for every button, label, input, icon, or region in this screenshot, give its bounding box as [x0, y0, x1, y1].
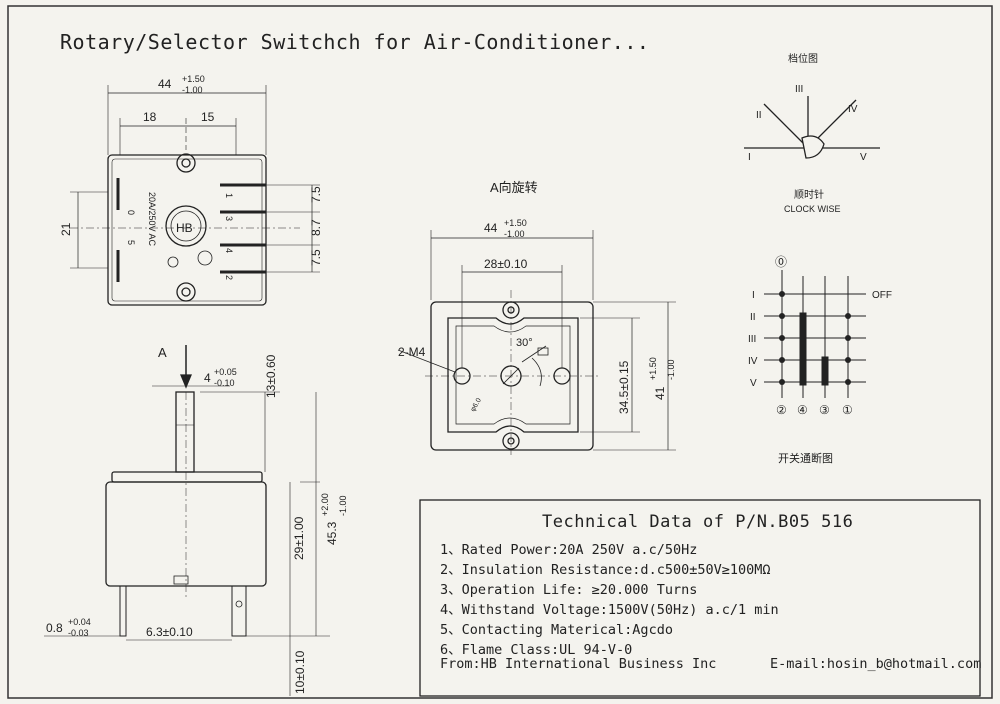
a-label-shaft: φ6.0 [470, 397, 483, 413]
side-dim-offset-tol-minus: -0.10 [214, 378, 235, 388]
side-dim-body: 29±1.00 [292, 516, 306, 560]
a-dim-outer-h-tol-minus: -1.00 [666, 359, 676, 380]
top-dim-width: 44 [158, 77, 172, 91]
side-dim-total-tol-plus: +2.00 [320, 493, 330, 516]
a-dim-hole-pitch: 28±0.10 [484, 257, 528, 271]
switch-row-4: IV [748, 356, 758, 367]
side-dim-tab-thk-tol-plus: +0.04 [68, 617, 91, 627]
top-view-body [107, 154, 267, 306]
sheet-frame [7, 5, 993, 699]
top-dim-width-tol-plus: +1.50 [182, 74, 205, 84]
email-line: E-mail:hosin_b@hotmail.com [770, 656, 982, 672]
a-view [397, 230, 676, 455]
spec-item: 1、Rated Power:20A 250V a.c/50Hz [440, 542, 698, 558]
contact-bar-3 [821, 356, 829, 386]
top-dim-left: 18 [143, 110, 157, 124]
switch-col-top: ⓪ [775, 255, 787, 269]
direction-cn: 顺时针 [794, 188, 824, 201]
switch-col-2: ② [776, 403, 787, 417]
spec-item: 4、Withstand Voltage:1500V(50Hz) a.c/1 mi… [440, 602, 779, 618]
top-view [70, 85, 320, 306]
switch-off-label: OFF [872, 290, 892, 301]
terminal-label-2: 2 [224, 275, 234, 280]
tech-data-box [419, 499, 981, 697]
contact-bar-4 [799, 312, 807, 386]
a-view-labels: A向旋转 44 +1.50 -1.00 28±0.10 34.5±0.15 41… [398, 180, 676, 414]
terminal-label-3: 3 [224, 216, 234, 221]
side-dim-tab-thk: 0.8 [46, 621, 63, 635]
a-label-angle: 30° [516, 337, 533, 349]
direction-en: CLOCK WISE [784, 204, 841, 214]
side-dim-total-tol-minus: -1.00 [338, 495, 348, 516]
switching-heading: 开关通断图 [778, 451, 833, 465]
tech-title: Technical Data of P/N.B05 516 [542, 512, 854, 532]
a-label-screw: 2-M4 [398, 345, 426, 359]
spec-list: 1、Rated Power:20A 250V a.c/50Hz 2、Insula… [440, 540, 779, 660]
terminal-label-1: 1 [224, 193, 234, 198]
drawing-title: Rotary/Selector Switchch for Air-Conditi… [60, 30, 650, 54]
switch-col-1: ① [842, 403, 853, 417]
switch-col-4: ④ [797, 403, 808, 417]
a-dim-outer-h: 41 [653, 386, 667, 400]
switching-diagram-labels: ⓪ I II III IV V OFF ② ④ ③ ① 开关通断图 [748, 255, 892, 465]
switching-diagram [764, 270, 866, 398]
spec-item: 5、Contacting Materical:Agcdo [440, 622, 673, 638]
tech-data-panel: Technical Data of P/N.B05 516 1、Rated Po… [420, 500, 982, 696]
position-label-4: IV [848, 104, 858, 115]
spec-item: 3、Operation Life: ≥20.000 Turns [440, 582, 698, 598]
switch-row-2: II [750, 312, 756, 323]
a-dim-outer-h-tol-plus: +1.50 [648, 357, 658, 380]
side-dim-tab-pos: 6.3±0.10 [146, 625, 193, 639]
switch-row-3: III [748, 334, 756, 345]
side-dim-tab-thk-tol-minus: -0.03 [68, 628, 89, 638]
top-dim-right: 15 [201, 110, 215, 124]
position-label-1: I [748, 152, 751, 163]
terminal-label-0: 0 [126, 210, 136, 215]
shaft [175, 391, 195, 473]
side-view-labels: A 4 +0.05 -0.10 13±0.60 45.3 +2.00 -1.00… [46, 345, 348, 694]
top-dim-width-tol-minus: -1.00 [182, 85, 203, 95]
from-line: From:HB International Business Inc [440, 656, 717, 672]
side-dim-shaft-len: 13±0.60 [264, 354, 278, 398]
top-dim-pitch-bottom: 7.5 [309, 249, 323, 266]
a-dim-inner-h: 34.5±0.15 [617, 360, 631, 414]
side-dim-tab-len: 10±0.10 [293, 650, 307, 694]
terminal-label-4: 4 [224, 248, 234, 253]
top-rating-label: 20A/250V AC [147, 192, 157, 247]
position-label-5: V [860, 152, 867, 163]
position-diagram [744, 96, 880, 159]
terminal-label-5: 5 [126, 240, 136, 245]
top-logo-text: HB [176, 221, 193, 235]
side-dim-total: 45.3 [325, 521, 339, 545]
spec-item: 2、Insulation Resistance:d.c500±50V≥100MΩ [440, 562, 771, 578]
top-dim-height: 21 [59, 222, 73, 236]
switch-row-5: V [750, 378, 757, 389]
view-a-label: A [158, 345, 167, 360]
top-dim-pitch-top: 7.5 [309, 186, 323, 203]
position-label-3: III [795, 84, 803, 95]
spec-item: 6、Flame Class:UL 94-V-0 [440, 642, 633, 658]
switch-row-1: I [752, 290, 755, 301]
position-heading: 档位图 [788, 52, 818, 65]
side-dim-offset-tol-plus: +0.05 [214, 367, 237, 377]
a-view-heading: A向旋转 [490, 180, 538, 195]
position-diagram-labels: 档位图 I II III IV V 顺时针 CLOCK WISE [748, 52, 867, 214]
position-label-2: II [756, 110, 762, 121]
a-dim-width: 44 [484, 221, 498, 235]
a-dim-width-tol-minus: -1.00 [504, 229, 525, 239]
switch-col-3: ③ [819, 403, 830, 417]
a-dim-width-tol-plus: +1.50 [504, 218, 527, 228]
side-dim-offset: 4 [204, 371, 211, 385]
top-dim-pitch-mid: 8.7 [309, 219, 323, 236]
side-view [44, 345, 330, 696]
top-view-labels: 44 +1.50 -1.00 18 15 21 7.5 8.7 7.5 20A/… [59, 74, 323, 280]
center-logo [165, 205, 207, 247]
a-view-cavity [447, 317, 579, 433]
